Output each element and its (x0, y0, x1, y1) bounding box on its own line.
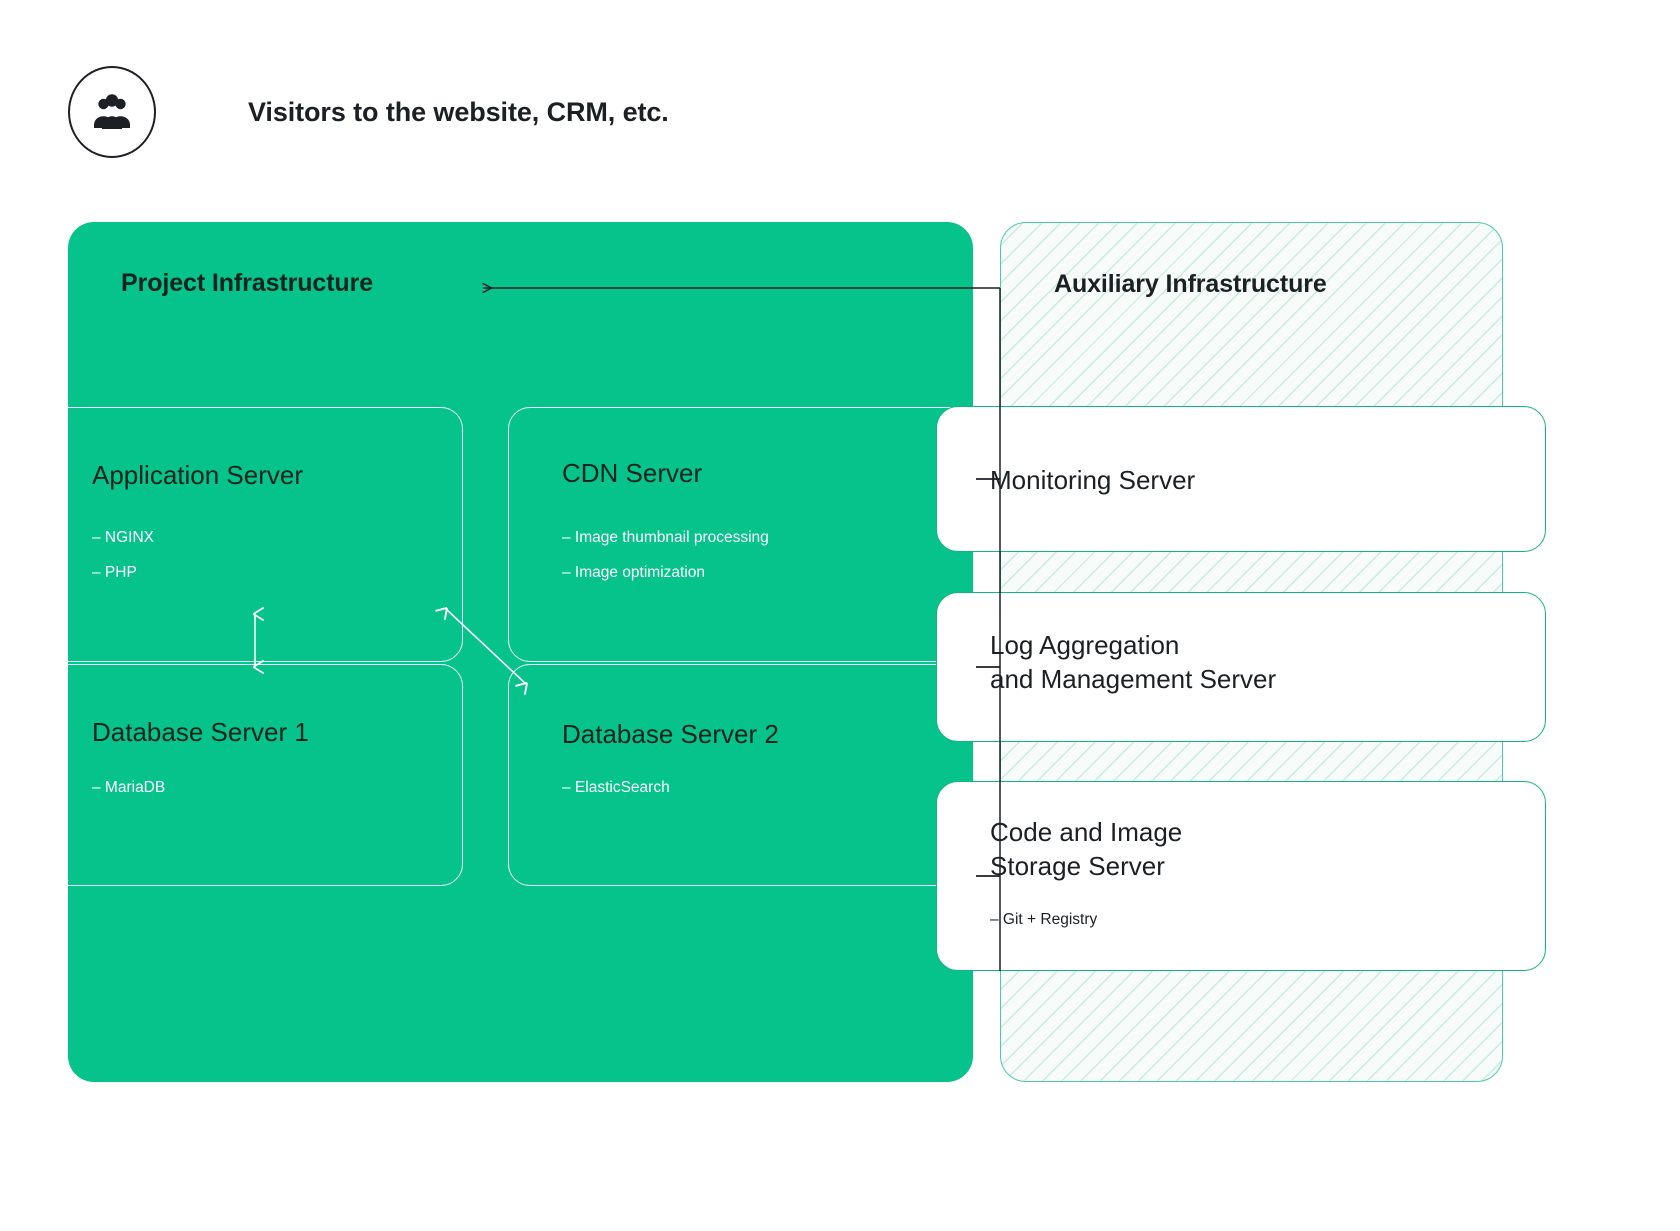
bullet-item: – NGINX (92, 529, 155, 546)
card-log-aggregation-and-management-server[interactable]: Log Aggregation and Management Server (936, 592, 1546, 742)
card-database-server-1-title: Database Server 1 (92, 717, 309, 747)
card-database-server-1[interactable]: Database Server 1 – MariaDB (68, 664, 463, 886)
card-code-and-image-storage-server-bullets: – Git + Registry (990, 912, 1097, 928)
bullet-item: – Image thumbnail processing (562, 529, 769, 546)
bullet-item: – PHP (92, 563, 137, 581)
card-cdn-server-title: CDN Server (562, 458, 703, 488)
card-monitoring-server-title: Monitoring Server (990, 465, 1196, 495)
bullet-item: – ElasticSearch (562, 779, 670, 796)
card-database-server-2[interactable]: Database Server 2 – ElasticSearch (508, 664, 973, 886)
card-code-and-image-storage-server-title: Code and Image Storage Server (990, 817, 1183, 882)
users-group-icon (68, 66, 156, 158)
card-application-server-bullets: – NGINX – PHP (92, 530, 154, 599)
card-database-server-1-bullets: – MariaDB (92, 780, 165, 815)
card-cdn-server[interactable]: CDN Server – Image thumbnail processing … (508, 407, 973, 662)
card-code-and-image-storage-server[interactable]: Code and Image Storage Server – Git + Re… (936, 781, 1546, 971)
project-infrastructure-panel: Project Infrastructure Application Serve… (68, 222, 973, 1082)
project-infrastructure-title: Project Infrastructure (121, 269, 374, 297)
card-database-server-2-title: Database Server 2 (562, 719, 779, 749)
card-cdn-server-bullets: – Image thumbnail processing – Image opt… (562, 530, 769, 599)
card-database-server-2-bullets: – ElasticSearch (562, 780, 670, 815)
page-title: Visitors to the website, CRM, etc. (248, 96, 669, 127)
card-log-aggregation-and-management-server-title: Log Aggregation and Management Server (990, 630, 1277, 695)
bullet-item: – Git + Registry (990, 911, 1098, 928)
card-application-server-title: Application Server (92, 460, 303, 490)
card-application-server[interactable]: Application Server – NGINX – PHP (68, 407, 463, 662)
auxiliary-infrastructure-title: Auxiliary Infrastructure (1054, 270, 1327, 298)
bullet-item: – Image optimization (562, 563, 706, 581)
bullet-item: – MariaDB (92, 779, 166, 796)
visitors-header: Visitors to the website, CRM, etc. (68, 66, 1068, 158)
card-monitoring-server[interactable]: Monitoring Server (936, 406, 1546, 552)
